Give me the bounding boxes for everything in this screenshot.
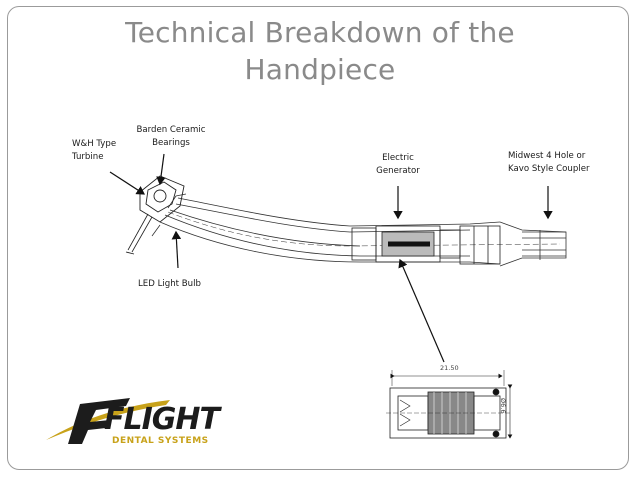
label-generator-line-2: Generator: [376, 165, 420, 176]
flight-logo-mark: [46, 398, 170, 444]
slide-title: Technical Breakdown of the Handpiece: [60, 14, 580, 88]
label-turbine: W&H Type Turbine: [72, 138, 116, 163]
label-generator: Electric Generator: [362, 152, 434, 177]
label-bearings-line-2: Bearings: [152, 137, 190, 148]
logo-tagline: DENTAL SYSTEMS: [112, 436, 209, 446]
label-coupler-line-1: Midwest 4 Hole or: [508, 151, 586, 161]
detail-cross-section: [386, 370, 513, 439]
handpiece-body: [151, 193, 561, 265]
generator-section: [351, 225, 501, 265]
label-generator-line-1: Electric: [382, 153, 414, 163]
coupler-end: [499, 221, 567, 267]
label-bearings-line-1: Barden Ceramic: [136, 125, 206, 135]
label-coupler: Midwest 4 Hole or Kavo Style Coupler: [508, 150, 590, 175]
title-line-1: Technical Breakdown of the: [125, 16, 515, 49]
title-line-2: Handpiece: [244, 53, 396, 86]
callout-arrows: [109, 153, 553, 363]
label-turbine-line-1: W&H Type: [72, 139, 117, 149]
label-turbine-line-2: Turbine: [72, 151, 104, 162]
label-coupler-line-2: Kavo Style Coupler: [508, 163, 590, 174]
label-bearings: Barden Ceramic Bearings: [131, 124, 211, 149]
logo-brand: FLIGHT: [104, 402, 220, 437]
dimension-diameter: Ø6.6: [499, 398, 507, 414]
dimension-length: 21.50: [440, 364, 459, 372]
label-led-bulb: LED Light Bulb: [138, 279, 201, 289]
